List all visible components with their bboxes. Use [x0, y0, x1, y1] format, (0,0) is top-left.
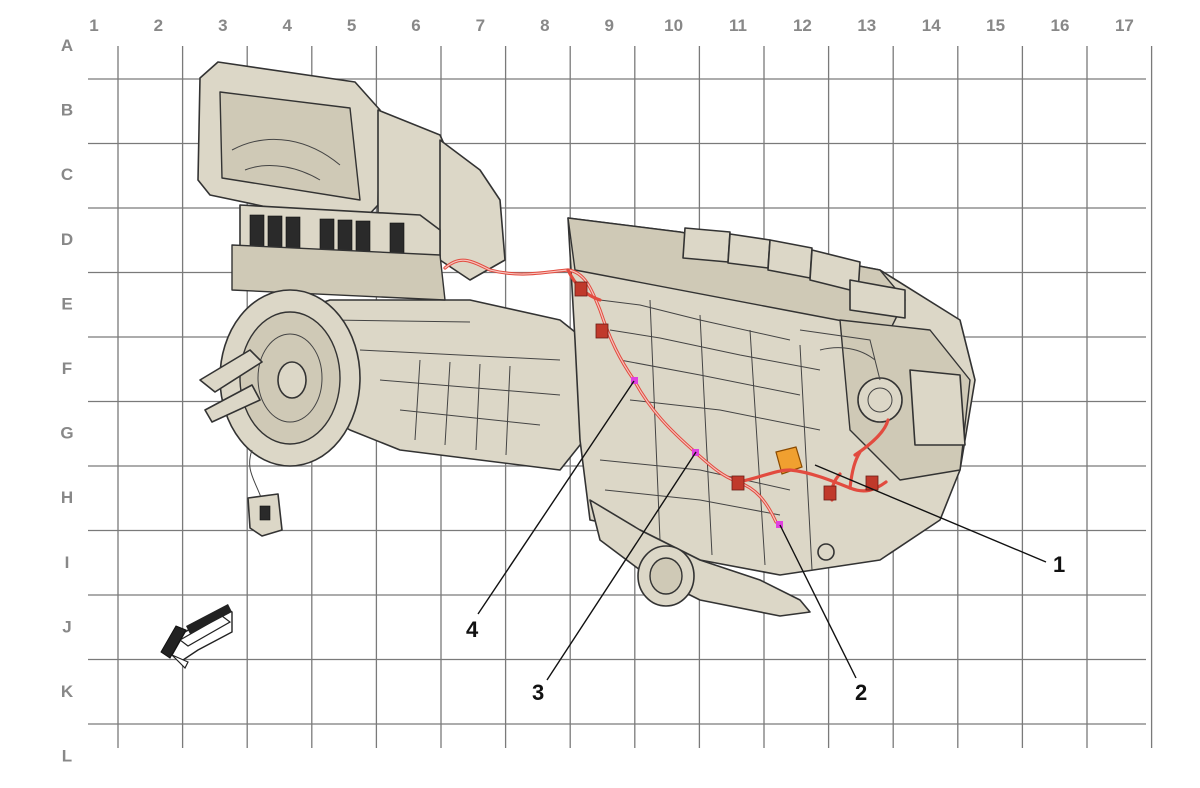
callout-4: 4: [466, 617, 479, 642]
grid-row-label: D: [61, 230, 73, 249]
grid-row-labels: A B C D E F G H I J K L: [60, 36, 73, 766]
grid-column-label: 4: [282, 16, 292, 35]
grid-row-label: G: [60, 424, 73, 443]
view-direction-arrow-icon: [160, 604, 233, 670]
grid-column-label: 10: [664, 16, 683, 35]
grid-row-label: B: [61, 101, 73, 120]
leader-2: [779, 524, 857, 679]
grid-column-label: 6: [411, 16, 420, 35]
grid-column-label: 17: [1115, 16, 1134, 35]
grid-column-label: 7: [476, 16, 485, 35]
grid-row-label: C: [61, 165, 73, 184]
top-louver-boxes: [682, 227, 906, 319]
callout-1: 1: [1053, 552, 1065, 577]
grid-row-label: A: [61, 36, 73, 55]
grid-column-label: 13: [857, 16, 876, 35]
leader-3: [546, 451, 697, 681]
connector-2-marker: [776, 521, 783, 528]
grid-column-label: 15: [986, 16, 1005, 35]
wiring-harness: [443, 258, 890, 524]
grid-row-label: F: [62, 359, 72, 378]
connector-4-marker: [631, 377, 638, 384]
grid-column-label: 1: [89, 16, 98, 35]
grid-column-label: 8: [540, 16, 549, 35]
grid-row-label: K: [61, 682, 74, 701]
leader-1: [814, 464, 1047, 563]
grid-column-label: 3: [218, 16, 227, 35]
grid-row-label: E: [61, 294, 72, 313]
grid-column-label: 14: [922, 16, 941, 35]
blower-housing: [199, 289, 361, 467]
grid-row-label: I: [65, 553, 70, 572]
grid-row-label: L: [62, 747, 72, 766]
grid-row-label: H: [61, 488, 73, 507]
grid-column-label: 12: [793, 16, 812, 35]
callout-2: 2: [855, 680, 867, 705]
callout-3: 3: [532, 680, 544, 705]
grid-column-label: 11: [729, 16, 747, 35]
orange-control-module: [775, 446, 803, 475]
grid-column-label: 2: [154, 16, 163, 35]
grid-column-label: 9: [604, 16, 613, 35]
hvac-unit-illustration: [197, 61, 976, 617]
grid-column-label: 5: [347, 16, 356, 35]
callout-leaders: [477, 380, 1047, 681]
grid-column-label: 16: [1051, 16, 1070, 35]
grid-row-label: J: [62, 617, 71, 636]
leader-4: [477, 380, 635, 615]
